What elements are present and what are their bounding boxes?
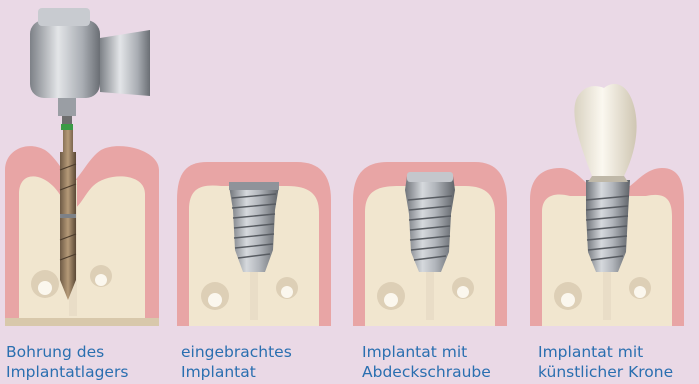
caption-crown: Implantat mit künstlicher Krone: [538, 342, 673, 382]
caption-line: Bohrung des: [6, 342, 128, 362]
panel-drilling: [5, 8, 159, 326]
caption-line: Implantat mit: [362, 342, 491, 362]
drill-bit: [60, 130, 76, 300]
implant-screw: [586, 180, 630, 272]
caption-line: Implantat: [181, 362, 292, 382]
caption-line: künstlicher Krone: [538, 362, 673, 382]
jaw-section-1: [5, 146, 159, 326]
panel-crown: [530, 84, 684, 326]
cover-screw: [407, 172, 453, 182]
caption-line: Implantat mit: [538, 342, 673, 362]
caption-drilling: Bohrung des Implantatlagers: [6, 342, 128, 382]
caption-line: Implantatlagers: [6, 362, 128, 382]
caption-line: Abdeckschraube: [362, 362, 491, 382]
caption-line: eingebrachtes: [181, 342, 292, 362]
panel-implant: [177, 162, 331, 326]
caption-implant: eingebrachtes Implantat: [181, 342, 292, 382]
artificial-crown: [574, 84, 636, 182]
drill-handpiece: [30, 8, 150, 130]
panel-cover-screw: [353, 162, 507, 326]
caption-cover-screw: Implantat mit Abdeckschraube: [362, 342, 491, 382]
